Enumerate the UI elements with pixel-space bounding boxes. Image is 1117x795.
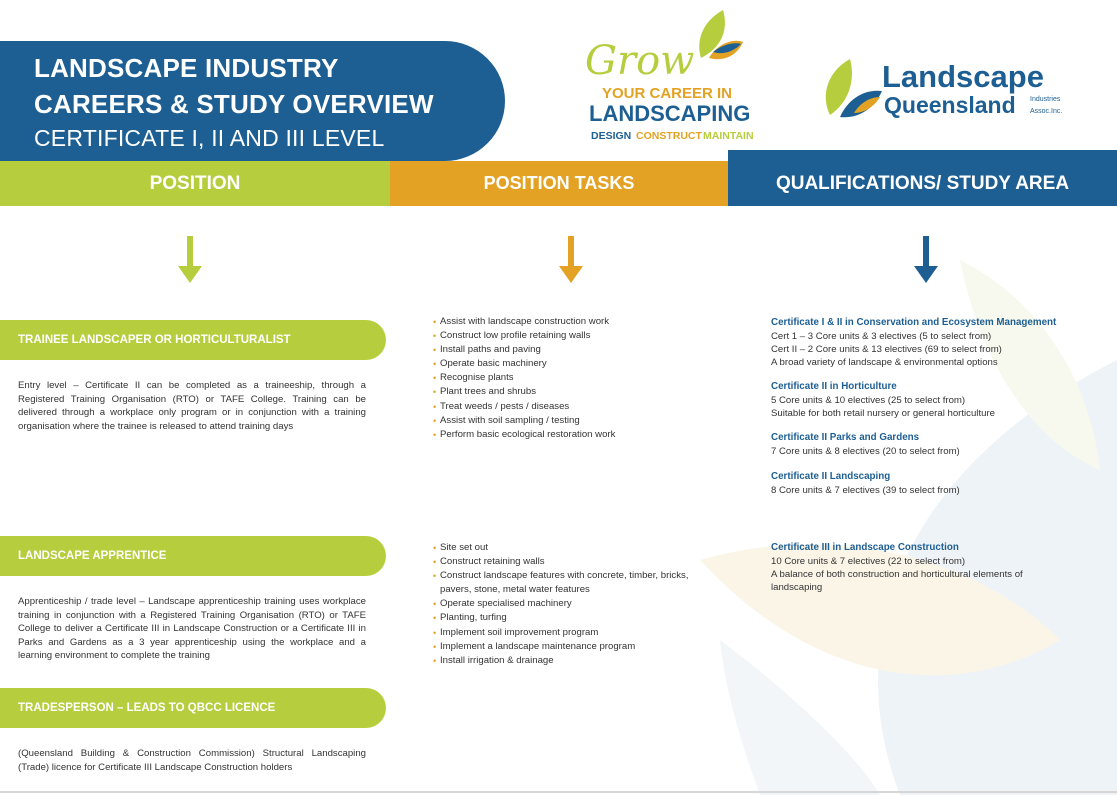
grow-line1: YOUR CAREER IN — [602, 85, 732, 102]
page-title-line-1: LANDSCAPE INDUSTRY — [34, 53, 339, 83]
list-item: Construct landscape features with concre… — [433, 569, 723, 583]
lq-leaf-green-icon — [825, 59, 852, 115]
grow-tag-maintain: MAINTAIN — [703, 130, 754, 142]
position-description-trainee: Entry level – Certificate II can be comp… — [18, 380, 366, 432]
arrow-down-orange-icon — [559, 236, 583, 283]
qual-line: A balance of both construction and horti… — [771, 568, 1023, 580]
grow-tag-design: DESIGN — [591, 130, 631, 142]
qual-line: landscaping — [771, 582, 823, 594]
bottom-divider — [0, 791, 1117, 793]
qual-block-horticulture: Certificate II in Horticulture 5 Core un… — [771, 380, 1091, 420]
qual-title: Certificate II in Horticulture — [771, 381, 897, 392]
task-list-apprentice: Site set out Construct retaining walls C… — [433, 541, 723, 668]
qual-block-conservation: Certificate I & II in Conservation and E… — [771, 316, 1091, 370]
list-item: Implement soil improvement program — [433, 626, 723, 640]
lq-leaf-blue-icon — [840, 90, 882, 118]
qual-title: Certificate III in Landscape Constructio… — [771, 542, 959, 553]
lq-leaf-orange-icon — [854, 97, 880, 113]
qual-line: Suitable for both retail nursery or gene… — [771, 407, 995, 419]
list-item: Operate specialised machinery — [433, 597, 723, 611]
qual-line: A broad variety of landscape & environme… — [771, 357, 998, 369]
list-item: Assist with soil sampling / testing — [433, 414, 723, 428]
landscape-queensland-logo: Landscape Queensland Industries Assoc.In… — [825, 59, 1062, 118]
list-item: pavers, stone, metal water features — [440, 584, 590, 596]
list-item: Treat weeds / pests / diseases — [433, 400, 723, 414]
column-header-tasks: POSITION TASKS — [390, 161, 728, 206]
list-item: Assist with landscape construction work — [433, 315, 723, 329]
list-item: Install paths and paving — [433, 343, 723, 357]
grow-your-career-logo: Grow YOUR CAREER IN LANDSCAPING DESIGN C… — [585, 10, 754, 142]
lq-word1: Landscape — [882, 59, 1044, 94]
list-item: Plant trees and shrubs — [433, 385, 723, 399]
qual-block-landscape-construction: Certificate III in Landscape Constructio… — [771, 541, 1091, 595]
column-header-position: POSITION — [0, 161, 390, 206]
page-subtitle: CERTIFICATE I, II AND III LEVEL — [34, 125, 385, 151]
list-item: Construct low profile retaining walls — [433, 329, 723, 343]
qual-line: Cert 1 – 3 Core units & 3 electives (5 t… — [771, 330, 992, 342]
qual-line: 8 Core units & 7 electives (39 to select… — [771, 484, 960, 496]
position-pill-trainee: TRAINEE LANDSCAPER OR HORTICULTURALIST — [0, 320, 386, 360]
grow-script-text: Grow — [585, 38, 694, 84]
list-item: Operate basic machinery — [433, 357, 723, 371]
lq-word2: Queensland — [884, 92, 1016, 118]
position-description-tradesperson: (Queensland Building & Construction Comm… — [18, 748, 366, 773]
list-item: Site set out — [433, 541, 723, 555]
grow-leaf-icon — [699, 10, 725, 58]
arrow-down-lime-icon — [178, 236, 202, 283]
qual-line: Cert II – 2 Core units & 13 electives (6… — [771, 343, 1002, 355]
qual-line: 5 Core units & 10 electives (25 to selec… — [771, 394, 966, 406]
grow-leaf-blue-icon — [713, 43, 741, 54]
grow-tag-construct: CONSTRUCT — [636, 130, 702, 142]
header-strip — [728, 150, 1117, 161]
column-header-quals: QUALIFICATIONS/ STUDY AREA — [728, 161, 1117, 206]
task-list-trainee: Assist with landscape construction work … — [433, 315, 723, 442]
title-banner: LANDSCAPE INDUSTRY CAREERS & STUDY OVERV… — [0, 41, 505, 161]
qual-title: Certificate II Landscaping — [771, 471, 891, 482]
list-item: Recognise plants — [433, 371, 723, 385]
qual-block-landscaping: Certificate II Landscaping 8 Core units … — [771, 470, 1091, 497]
list-item: Construct retaining walls — [433, 555, 723, 569]
grow-line2: LANDSCAPING — [589, 101, 750, 126]
position-description-apprentice: Apprenticeship / trade level – Landscape… — [18, 596, 366, 662]
arrow-down-navy-icon — [914, 236, 938, 283]
qual-line: 10 Core units & 7 electives (22 to selec… — [771, 555, 966, 567]
list-item: Install irrigation & drainage — [433, 654, 723, 668]
qual-block-parks-gardens: Certificate II Parks and Gardens 7 Core … — [771, 431, 1091, 458]
list-item: Planting, turfing — [433, 611, 723, 625]
position-pill-tradesperson: TRADESPERSON – LEADS TO QBCC LICENCE — [0, 688, 386, 728]
qual-title: Certificate I & II in Conservation and E… — [771, 317, 1057, 328]
list-item: Perform basic ecological restoration wor… — [433, 428, 723, 442]
page-title-line-2: CAREERS & STUDY OVERVIEW — [34, 89, 434, 119]
qual-line: 7 Core units & 8 electives (20 to select… — [771, 445, 960, 457]
lq-sub1: Industries — [1030, 96, 1061, 103]
qual-title: Certificate II Parks and Gardens — [771, 432, 920, 443]
lq-sub2: Assoc.Inc. — [1030, 108, 1062, 115]
position-pill-apprentice: LANDSCAPE APPRENTICE — [0, 536, 386, 576]
list-item: Implement a landscape maintenance progra… — [433, 640, 723, 654]
